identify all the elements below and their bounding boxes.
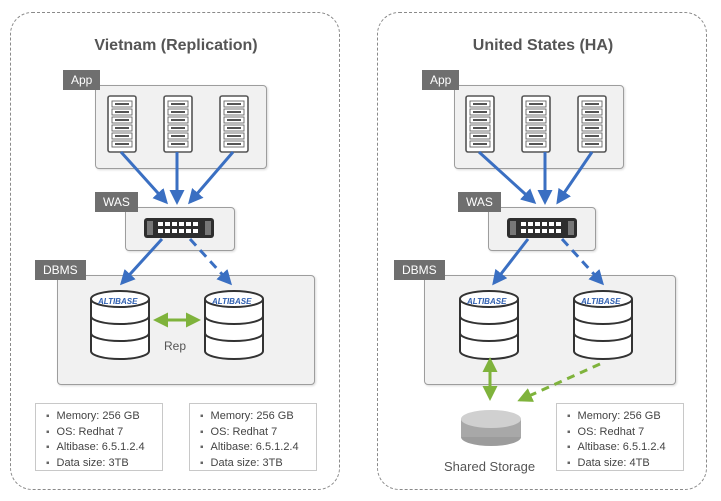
spec-altibase: Altibase: 6.5.1.2.4 [567, 440, 677, 456]
spec-memory: Memory: 256 GB [567, 409, 677, 425]
was-tier-tag: WAS [95, 192, 138, 212]
db-brand-label: ALTIBASE [98, 297, 138, 306]
was-to-primary-db-arrow [119, 237, 164, 286]
spec-memory: Memory: 256 GB [46, 409, 156, 425]
app-tier-tag: App [422, 70, 460, 90]
was-to-standby-db-arrow [560, 237, 605, 286]
spec-box: Memory: 256 GB OS: Redhat 7 Altibase: 6.… [556, 403, 684, 471]
spec-altibase: Altibase: 6.5.1.2.4 [200, 440, 310, 456]
app-to-was-arrow [188, 151, 235, 205]
app-tier-tag: App [63, 70, 101, 90]
db-brand-label: ALTIBASE [581, 297, 621, 306]
app-to-was-arrow [477, 150, 537, 205]
spec-altibase: Altibase: 6.5.1.2.4 [46, 440, 156, 456]
was-to-primary-db-arrow [492, 238, 530, 286]
spec-data-size: Data size: 3TB [200, 456, 310, 472]
app-to-was-arrow [556, 151, 594, 205]
was-to-standby-db-arrow [188, 237, 233, 286]
panel-vietnam: Vietnam (Replication) App WAS DBMS ALTIB… [10, 12, 340, 490]
spec-box: Memory: 256 GB OS: Redhat 7 Altibase: 6.… [189, 403, 317, 471]
spec-data-size: Data size: 3TB [46, 456, 156, 472]
spec-memory: Memory: 256 GB [200, 409, 310, 425]
dbms-tier-tag: DBMS [35, 260, 86, 280]
spec-data-size: Data size: 4TB [567, 456, 677, 472]
db-brand-label: ALTIBASE [467, 297, 507, 306]
app-to-was-arrow [119, 150, 169, 205]
panel-title: Vietnam (Replication) [94, 37, 258, 54]
shared-storage-disk-icon [461, 410, 521, 446]
spec-box: Memory: 256 GB OS: Redhat 7 Altibase: 6.… [35, 403, 163, 471]
replication-label: Rep [164, 339, 187, 353]
spec-os: OS: Redhat 7 [200, 425, 310, 441]
panel-title: United States (HA) [472, 37, 614, 54]
shared-storage-label: Shared Storage [444, 459, 536, 474]
dbms-tier-tag: DBMS [394, 260, 445, 280]
standby-db-storage-arrow [517, 362, 601, 402]
spec-os: OS: Redhat 7 [567, 425, 677, 441]
was-tier-tag: WAS [458, 192, 501, 212]
spec-os: OS: Redhat 7 [46, 425, 156, 441]
db-brand-label: ALTIBASE [212, 297, 252, 306]
